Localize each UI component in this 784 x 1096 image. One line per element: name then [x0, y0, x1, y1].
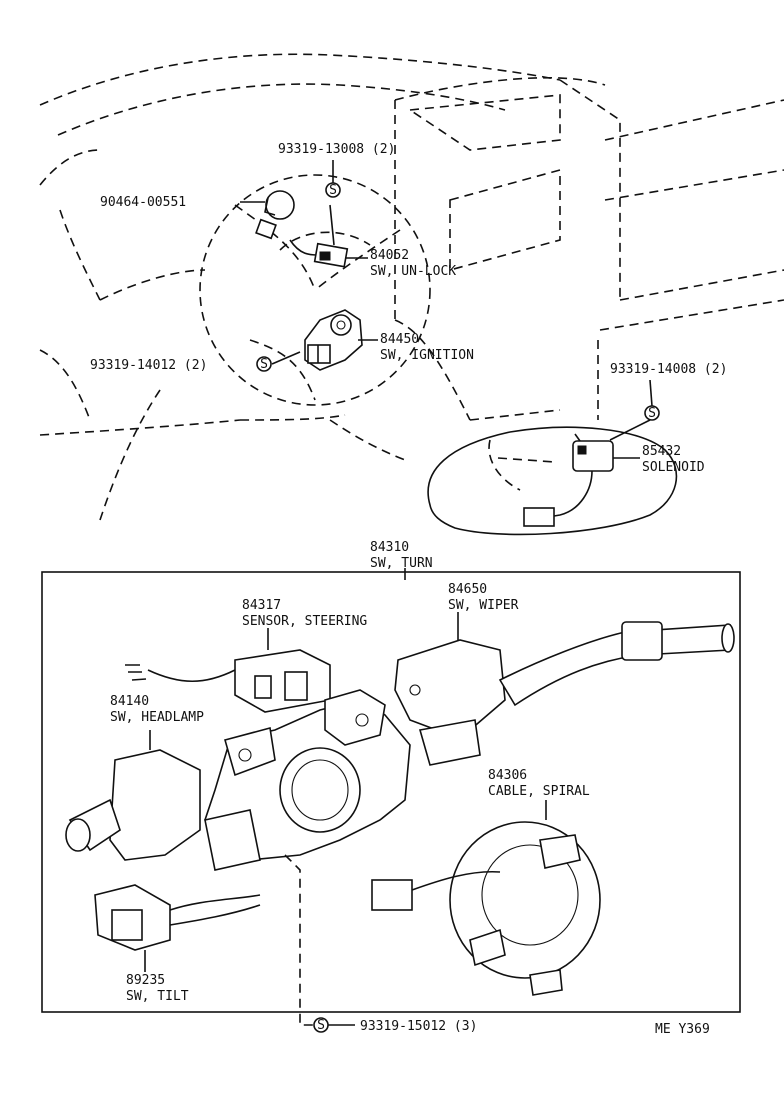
screw-symbol-label: S	[329, 183, 337, 198]
bolt-steering-column-number: 93319-13008 (2)	[278, 142, 395, 157]
headlamp-switch-part	[65, 730, 201, 861]
bolt-ignition-number: 93319-14012 (2)	[90, 358, 207, 373]
screw-symbol-label: S	[648, 406, 656, 421]
tilt-switch-number: 89235	[126, 973, 165, 988]
clamp-part	[240, 190, 295, 220]
turn-switch-assembly-frame	[41, 571, 741, 1013]
clamp-number: 90464-00551	[100, 195, 186, 210]
spiral-cable-name: CABLE, SPIRAL	[488, 784, 590, 799]
ignition-switch-name: SW, IGNITION	[380, 348, 474, 363]
turn-switch-body-part	[204, 689, 411, 871]
steering-sensor-name: SENSOR, STEERING	[242, 614, 367, 629]
bolt-solenoid-number: 93319-14008 (2)	[610, 362, 727, 377]
unlock-switch-part	[255, 204, 368, 268]
spiral-cable-part	[371, 800, 601, 996]
wiper-switch-name: SW, WIPER	[448, 598, 519, 613]
bolt-leader-line	[284, 854, 318, 1026]
ignition-switch-part	[271, 309, 378, 371]
steering-lock-housing	[427, 426, 678, 536]
turn-switch-number: 84310	[370, 540, 409, 555]
leader-line	[649, 379, 653, 407]
solenoid-name: SOLENOID	[642, 460, 705, 475]
steering-sensor-number: 84317	[242, 598, 281, 613]
tilt-switch-name: SW, TILT	[126, 989, 189, 1004]
unlock-switch-number: 84052	[370, 248, 409, 263]
ignition-switch-number: 84450	[380, 332, 419, 347]
steering-sensor-part	[125, 628, 331, 713]
dashboard-outline	[39, 53, 784, 521]
wiper-switch-number: 84650	[448, 582, 487, 597]
tilt-switch-part	[94, 884, 261, 972]
screw-symbol-label: S	[260, 357, 268, 372]
figure-code: ME Y369	[655, 1022, 710, 1037]
screw-symbol-icon: S	[325, 182, 341, 198]
screw-symbol-icon: S	[256, 356, 272, 372]
wiper-switch-part	[394, 612, 735, 766]
turn-switch-name: SW, TURN	[370, 556, 433, 571]
solenoid-number: 85432	[642, 444, 681, 459]
spiral-cable-number: 84306	[488, 768, 527, 783]
bolt-bottom-number: 93319-15012 (3)	[360, 1019, 477, 1034]
headlamp-switch-name: SW, HEADLAMP	[110, 710, 204, 725]
screw-symbol-label: S	[317, 1018, 325, 1033]
screw-symbol-icon: S	[644, 405, 660, 421]
headlamp-switch-number: 84140	[110, 694, 149, 709]
screw-symbol-icon: S	[313, 1017, 329, 1033]
unlock-switch-name: SW, UN-LOCK	[370, 264, 456, 279]
solenoid-part	[523, 419, 651, 527]
